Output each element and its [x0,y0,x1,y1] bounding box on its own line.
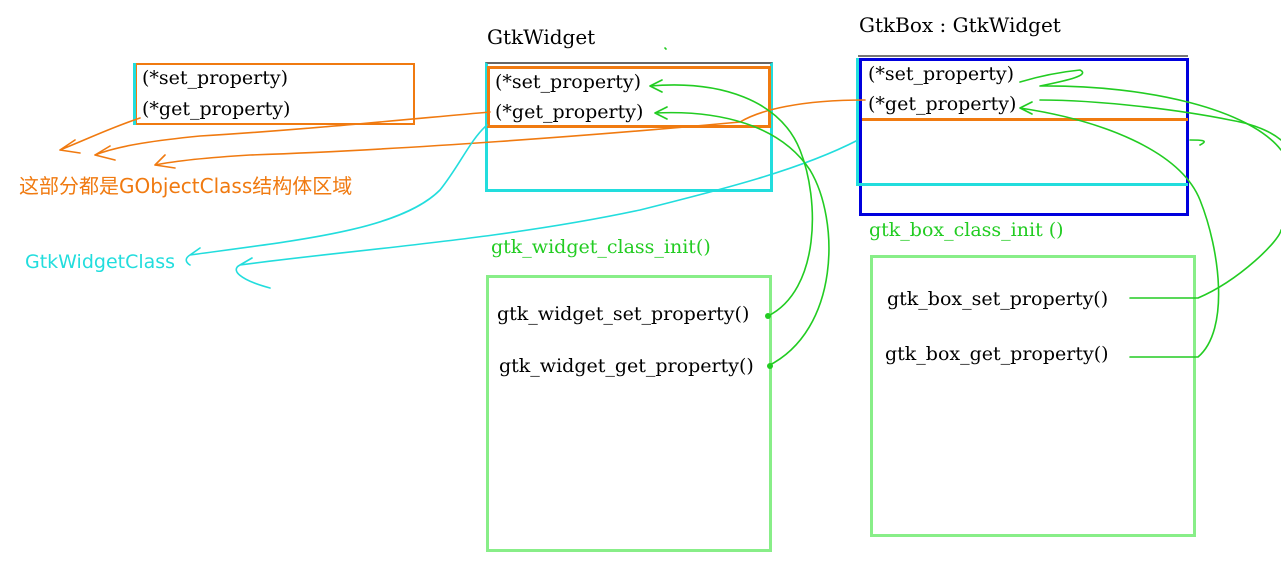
gtkwidget-class-init: gtk_widget_class_init() [491,236,711,258]
gtkwidget-set-property-func: gtk_widget_set_property() [497,303,750,325]
gtkwidgetclass-label: GtkWidgetClass [25,251,176,273]
gtkbox-get-property: (*get_property) [868,93,1017,115]
orange-arrow-left-box [59,117,141,154]
green-link-widget-get [654,106,830,367]
gtkwidget-class-box [485,62,773,192]
gtkbox-orange-divider [862,118,1188,121]
gtkwidget-get-property-func: gtk_widget_get_property() [499,355,754,377]
gobject-region-label: 这部分都是GObjectClass结构体区域 [19,174,353,198]
gtkbox-cyan-left [856,58,859,186]
gtkbox-class-box [859,58,1189,216]
gtkwidget-title: GtkWidget [487,25,596,49]
green-link-box-get [1019,101,1220,358]
left-get-property: (*get_property) [142,98,291,120]
gtkbox-cyan-bottom [856,183,1188,186]
gtkwidget-set-property: (*set_property) [495,71,641,93]
gtkbox-set-property-func: gtk_box_set_property() [887,288,1109,310]
orange-arrow-gtkwidget [94,111,491,161]
gtkbox-get-property-func: gtk_box_get_property() [885,343,1109,365]
cyan-arrow-gtkbox [235,139,859,289]
gtkbox-top-gray-line [858,55,1188,57]
gtkbox-class-init: gtk_box_class_init () [869,219,1064,241]
gtkwidget-class-init-box [486,275,772,552]
gtkbox-set-property: (*set_property) [868,63,1014,85]
gtkbox-title: GtkBox : GtkWidget [859,13,1061,37]
gobject-class-box [135,63,415,125]
green-dot [664,47,667,50]
orange-arrow-gtkbox [154,99,866,169]
green-link-box-set [1019,69,1281,299]
gobject-class-box-cyan-edge [133,63,136,125]
cyan-arrow-gtkwidget [185,124,488,266]
left-set-property: (*set_property) [142,67,288,89]
gtkwidget-get-property: (*get_property) [495,101,644,123]
gtkwidget-gobject-region [487,66,771,128]
green-endpoint-widget-set [765,313,771,319]
gtkbox-class-init-box [870,255,1196,537]
green-link-box-extra [1039,99,1281,146]
green-endpoint-widget-get [767,363,773,369]
green-link-widget-set [649,79,814,317]
